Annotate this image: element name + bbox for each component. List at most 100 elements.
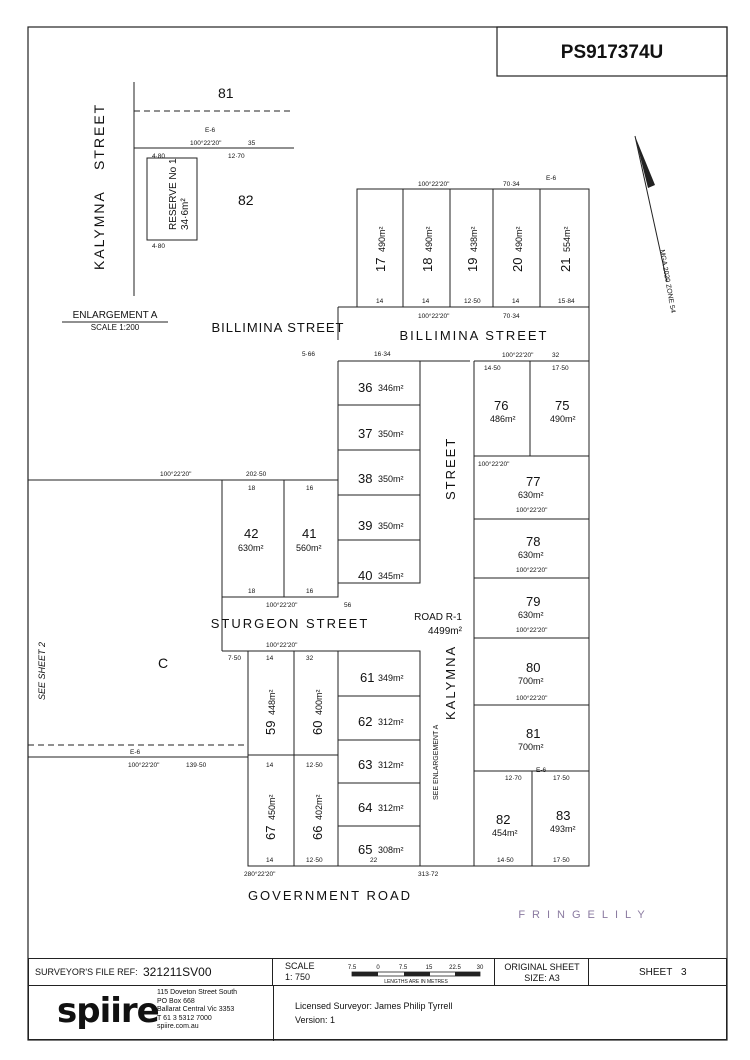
svg-text:100°22'20": 100°22'20": [266, 601, 298, 609]
street-top: STREET: [91, 103, 107, 170]
svg-text:17: 17: [373, 258, 388, 272]
svg-text:14: 14: [266, 655, 274, 662]
svg-text:402m²: 402m²: [314, 794, 324, 820]
svg-text:35: 35: [248, 140, 256, 147]
svg-text:61: 61: [360, 670, 374, 685]
svg-text:100°22'20": 100°22'20": [418, 312, 450, 320]
svg-text:100°22'20": 100°22'20": [516, 694, 548, 702]
svg-text:17·50: 17·50: [552, 365, 569, 372]
svg-text:630m²: 630m²: [518, 550, 544, 560]
svg-text:100°22'20": 100°22'20": [128, 761, 160, 769]
svg-text:22.5: 22.5: [449, 965, 461, 971]
svg-text:14: 14: [266, 857, 274, 864]
svg-text:66: 66: [310, 826, 325, 840]
svg-text:56: 56: [344, 602, 352, 609]
svg-text:12·50: 12·50: [464, 298, 481, 305]
scale-bar: [351, 971, 481, 977]
svg-text:100°22'20": 100°22'20": [516, 626, 548, 634]
sheet-border: [27, 26, 728, 1041]
svg-text:18: 18: [248, 485, 256, 492]
svg-text:100°22'20": 100°22'20": [516, 566, 548, 574]
lot-c: C: [158, 655, 168, 671]
scale-cell: SCALE 1: 750: [273, 959, 495, 985]
road-r1-area: 4499m²: [428, 626, 463, 637]
enlargement-label: ENLARGEMENT A: [73, 310, 158, 321]
svg-text:18: 18: [248, 588, 256, 595]
road-kalymna-v: KALYMNA: [443, 645, 458, 720]
svg-text:E-6: E-6: [130, 749, 141, 756]
svg-text:65: 65: [358, 842, 372, 857]
plan-number-box: [496, 26, 728, 77]
svg-text:350m²: 350m²: [378, 429, 404, 439]
lot-boundaries: [28, 82, 590, 867]
svg-text:36: 36: [358, 380, 372, 395]
svg-text:64: 64: [358, 800, 372, 815]
svg-text:438m²: 438m²: [469, 226, 479, 252]
scale-note: SCALE 1:200: [91, 323, 140, 332]
svg-text:490m²: 490m²: [550, 414, 576, 424]
svg-text:450m²: 450m²: [267, 794, 277, 820]
svg-text:630m²: 630m²: [518, 490, 544, 500]
svg-text:E-6: E-6: [205, 127, 216, 134]
svg-text:14: 14: [376, 298, 384, 305]
svg-text:100°22'20": 100°22'20": [516, 506, 548, 514]
svg-text:400m²: 400m²: [314, 689, 324, 715]
svg-text:80: 80: [526, 660, 540, 675]
svg-text:17·50: 17·50: [553, 775, 570, 782]
svg-text:78: 78: [526, 534, 540, 549]
svg-text:62: 62: [358, 714, 372, 729]
north-label: MGA 2020 ZONE 54: [658, 249, 676, 314]
road-sturgeon: STURGEON STREET: [211, 616, 370, 631]
surveyor-info: Licensed Surveyor: James Philip Tyrrell …: [295, 999, 452, 1027]
svg-text:30: 30: [477, 965, 484, 971]
svg-text:312m²: 312m²: [378, 803, 404, 813]
file-ref: 321211SV00: [143, 965, 212, 979]
orig-sheet-cell: ORIGINAL SHEET SIZE: A3: [495, 959, 589, 985]
svg-text:12·50: 12·50: [306, 857, 323, 864]
see-sheet: SEE SHEET 2: [37, 642, 47, 700]
svg-text:32: 32: [552, 352, 560, 359]
reserve-label: RESERVE No 1: [168, 158, 179, 230]
svg-text:0: 0: [376, 965, 380, 971]
svg-text:493m²: 493m²: [550, 824, 576, 834]
svg-text:12·70: 12·70: [228, 153, 245, 160]
spiire-logo: spiire: [57, 991, 160, 1031]
svg-text:5·66: 5·66: [302, 351, 315, 358]
svg-text:100°22'20": 100°22'20": [160, 470, 192, 478]
road-r1: ROAD R-1: [414, 612, 462, 623]
svg-text:346m²: 346m²: [378, 383, 404, 393]
svg-text:100°22'20": 100°22'20": [266, 641, 298, 649]
svg-text:39: 39: [358, 518, 372, 533]
svg-text:19: 19: [465, 258, 480, 272]
svg-text:350m²: 350m²: [378, 521, 404, 531]
svg-text:100°22'20": 100°22'20": [502, 351, 534, 359]
svg-text:16·34: 16·34: [374, 351, 391, 358]
svg-text:79: 79: [526, 594, 540, 609]
svg-text:630m²: 630m²: [518, 610, 544, 620]
svg-text:18: 18: [420, 258, 435, 272]
svg-text:21: 21: [558, 258, 573, 272]
svg-text:22: 22: [370, 857, 378, 864]
sheet-number: 3: [681, 967, 687, 978]
reserve-area: 34·6m²: [180, 198, 191, 230]
svg-text:554m²: 554m²: [562, 226, 572, 252]
svg-text:100°22'20": 100°22'20": [418, 180, 450, 188]
svg-text:14·50: 14·50: [497, 857, 514, 864]
lot-81-top: 81: [218, 85, 234, 101]
svg-text:81: 81: [526, 726, 540, 741]
svg-text:82: 82: [496, 812, 510, 827]
road-government: GOVERNMENT ROAD: [248, 888, 412, 903]
svg-text:313·72: 313·72: [418, 871, 439, 878]
sheet-cell: SHEET 3: [589, 959, 727, 985]
svg-text:490m²: 490m²: [514, 226, 524, 252]
file-ref-label: SURVEYOR'S FILE REF:: [35, 967, 138, 977]
svg-text:350m²: 350m²: [378, 474, 404, 484]
north-arrow-icon: [634, 135, 668, 283]
file-ref-cell: SURVEYOR'S FILE REF: 321211SV00: [29, 959, 273, 985]
svg-text:E-6: E-6: [546, 175, 557, 182]
svg-text:17·50: 17·50: [553, 857, 570, 864]
svg-text:E-6: E-6: [536, 767, 547, 774]
svg-text:63: 63: [358, 757, 372, 772]
road-street-v: STREET: [443, 437, 458, 500]
